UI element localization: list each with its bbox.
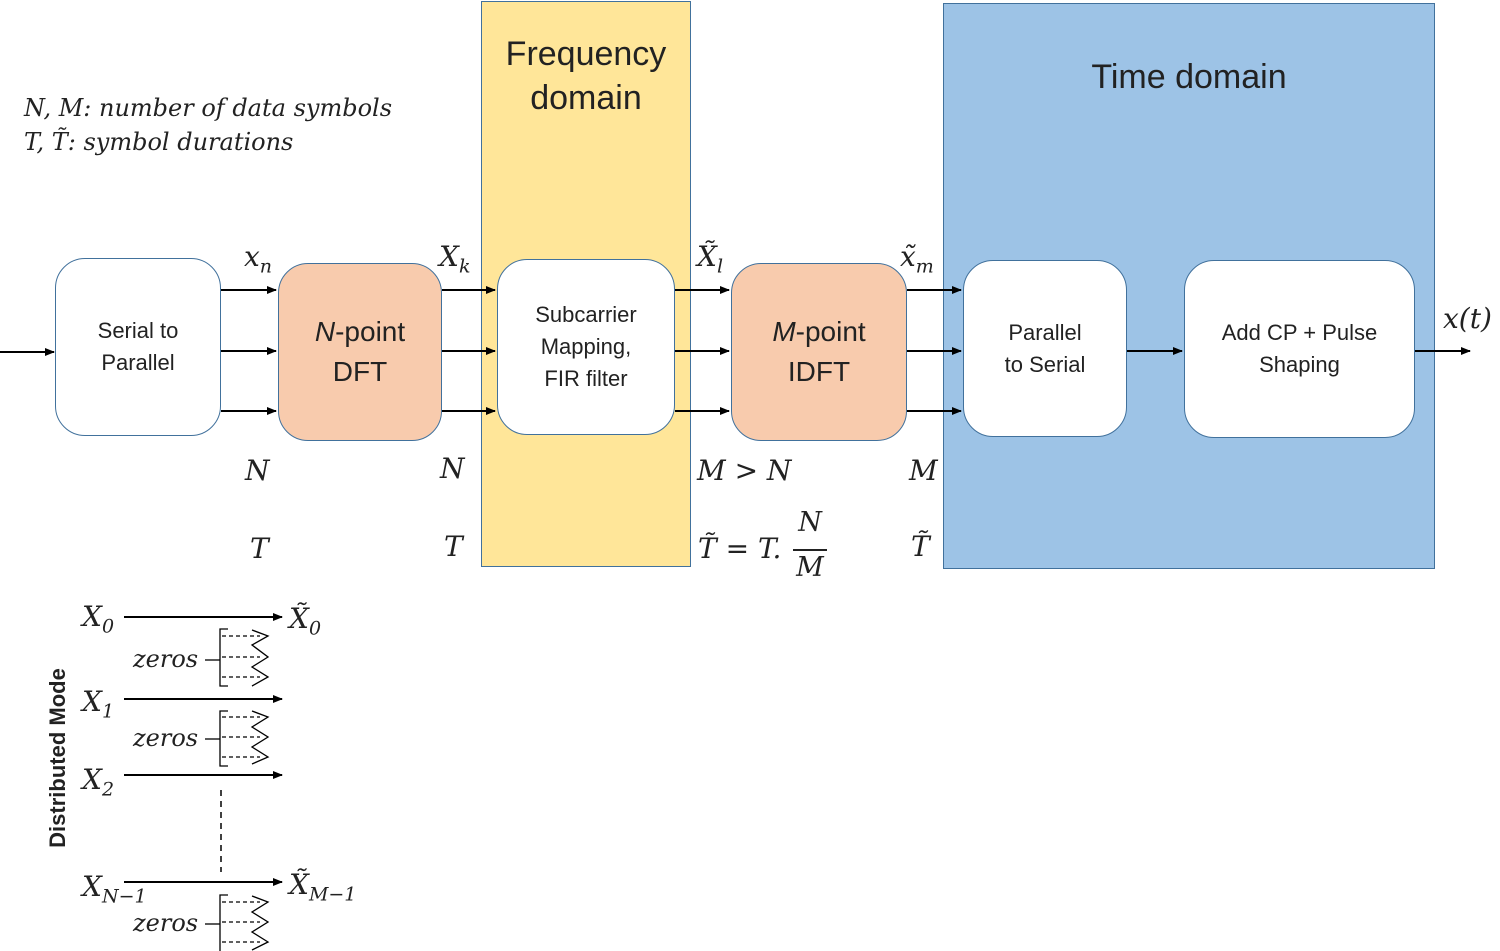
zeros-label-1: zeros [133, 645, 199, 673]
parallel-to-serial-block: Parallel to Serial [963, 260, 1127, 437]
mode-X2: X2 [82, 763, 115, 801]
dim-m-greater-n: M > N [697, 454, 792, 487]
signal-Xl-tilde: X̃l [697, 240, 724, 278]
distributed-mode-title: Distributed Mode [45, 668, 70, 848]
signal-xm-tilde: x̃m [900, 240, 934, 278]
zeros-branch-1 [205, 628, 270, 687]
serial-to-parallel-label: Serial to Parallel [97, 318, 179, 375]
zeros-label-3: zeros [133, 909, 199, 937]
legend-symbols: N, M: number of data symbols [24, 94, 393, 122]
dur-t-tilde: T̃ [911, 530, 930, 563]
legend-durations: T, T̃: symbol durations [24, 128, 294, 156]
dur-fraction-bar [793, 549, 827, 551]
dft-block: N-point DFT [278, 263, 442, 441]
signal-Xk: Xk [439, 240, 471, 278]
zeros-label-2: zeros [133, 724, 199, 752]
idft-label: M-point IDFT [772, 316, 866, 387]
mode-X1: X1 [82, 685, 115, 723]
dur-fraction-num: N [798, 507, 822, 538]
subcarrier-mapping-label: Subcarrier Mapping, FIR filter [535, 302, 637, 391]
zeros-branch-2 [205, 710, 270, 767]
dur-t-1: T [250, 532, 269, 565]
dim-n-1: N [245, 454, 270, 487]
cp-pulse-shaping-block: Add CP + Pulse Shaping [1184, 260, 1415, 438]
dur-t-2: T [444, 530, 463, 563]
zeros-branches [205, 628, 270, 951]
frequency-domain-label: Frequency domain [505, 35, 667, 117]
mode-XN-1: XN−1 [82, 870, 147, 908]
signal-output-xt: x(t) [1443, 302, 1492, 335]
mode-X0-tilde: X̃0 [289, 602, 322, 640]
dim-n-2: N [440, 452, 465, 485]
dur-t-tilde-formula: T̃ = T. [698, 532, 782, 565]
mode-XM-1-tilde: X̃M−1 [289, 868, 357, 906]
serial-to-parallel-block: Serial to Parallel [55, 258, 221, 436]
idft-block: M-point IDFT [731, 263, 907, 441]
time-domain-label: Time domain [1091, 58, 1287, 96]
zeros-branch-3 [205, 894, 270, 951]
dur-fraction-den: M [796, 552, 824, 583]
cp-pulse-shaping-label: Add CP + Pulse Shaping [1221, 320, 1378, 377]
dim-m: M [909, 454, 938, 487]
signal-xn: xn [244, 240, 273, 278]
parallel-to-serial-label: Parallel to Serial [1004, 319, 1086, 377]
subcarrier-mapping-block: Subcarrier Mapping, FIR filter [497, 259, 675, 435]
mode-X0: X0 [82, 600, 115, 638]
dft-label: N-point DFT [314, 316, 406, 387]
